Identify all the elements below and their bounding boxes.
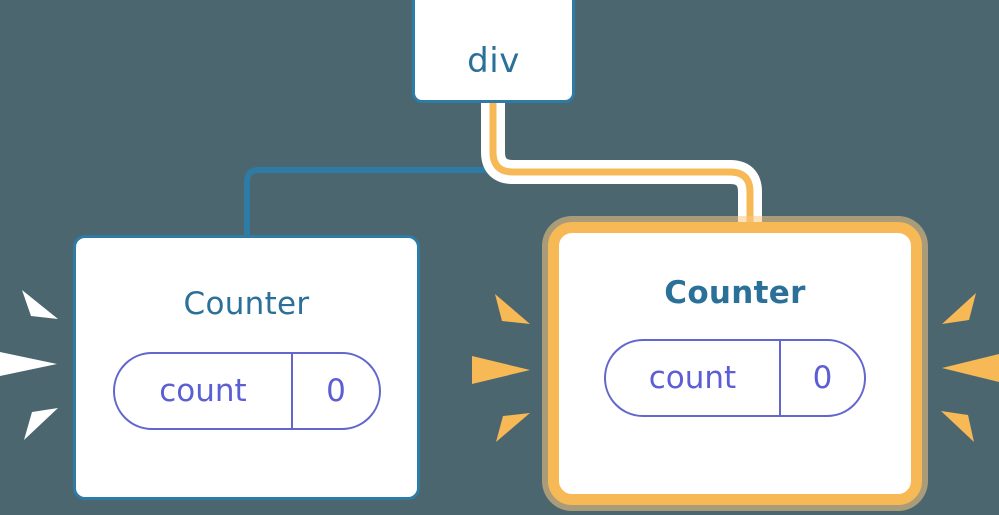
prop-key-count: count	[648, 359, 737, 396]
spark-rays-mid	[472, 294, 530, 442]
node-counter-left-label: Counter	[183, 286, 310, 322]
edge-div-to-counter-right-halo	[481, 103, 762, 240]
prop-pill-count-left[interactable]: count 0	[112, 352, 381, 430]
node-counter-right[interactable]: Counter count 0	[548, 222, 922, 505]
spark-ray-orange-top	[942, 293, 976, 324]
spark-ray-orange-mid	[942, 354, 999, 382]
spark-rays-right-outer	[941, 293, 999, 442]
edge-div-to-counter-right	[489, 103, 754, 240]
node-counter-right-label: Counter	[664, 275, 806, 311]
node-div[interactable]: div	[412, 0, 575, 103]
spark-ray-white-mid	[0, 352, 57, 376]
spark-ray-orange-mid	[472, 356, 530, 384]
spark-ray-orange-bottom	[941, 411, 974, 442]
spark-ray-orange-top	[495, 294, 530, 324]
edge-div-to-counter-left	[244, 103, 496, 235]
prop-value-count: 0	[291, 354, 378, 428]
node-counter-left[interactable]: Counter count 0	[73, 235, 420, 500]
spark-ray-white-top	[22, 290, 58, 319]
prop-pill-count-right[interactable]: count 0	[604, 339, 866, 417]
prop-key-count: count	[159, 372, 247, 409]
spark-ray-orange-bottom	[496, 413, 530, 442]
prop-value-count: 0	[778, 341, 864, 415]
spark-ray-white-bottom	[24, 408, 58, 440]
node-div-label: div	[467, 41, 520, 81]
spark-rays-left-outer	[0, 290, 58, 440]
